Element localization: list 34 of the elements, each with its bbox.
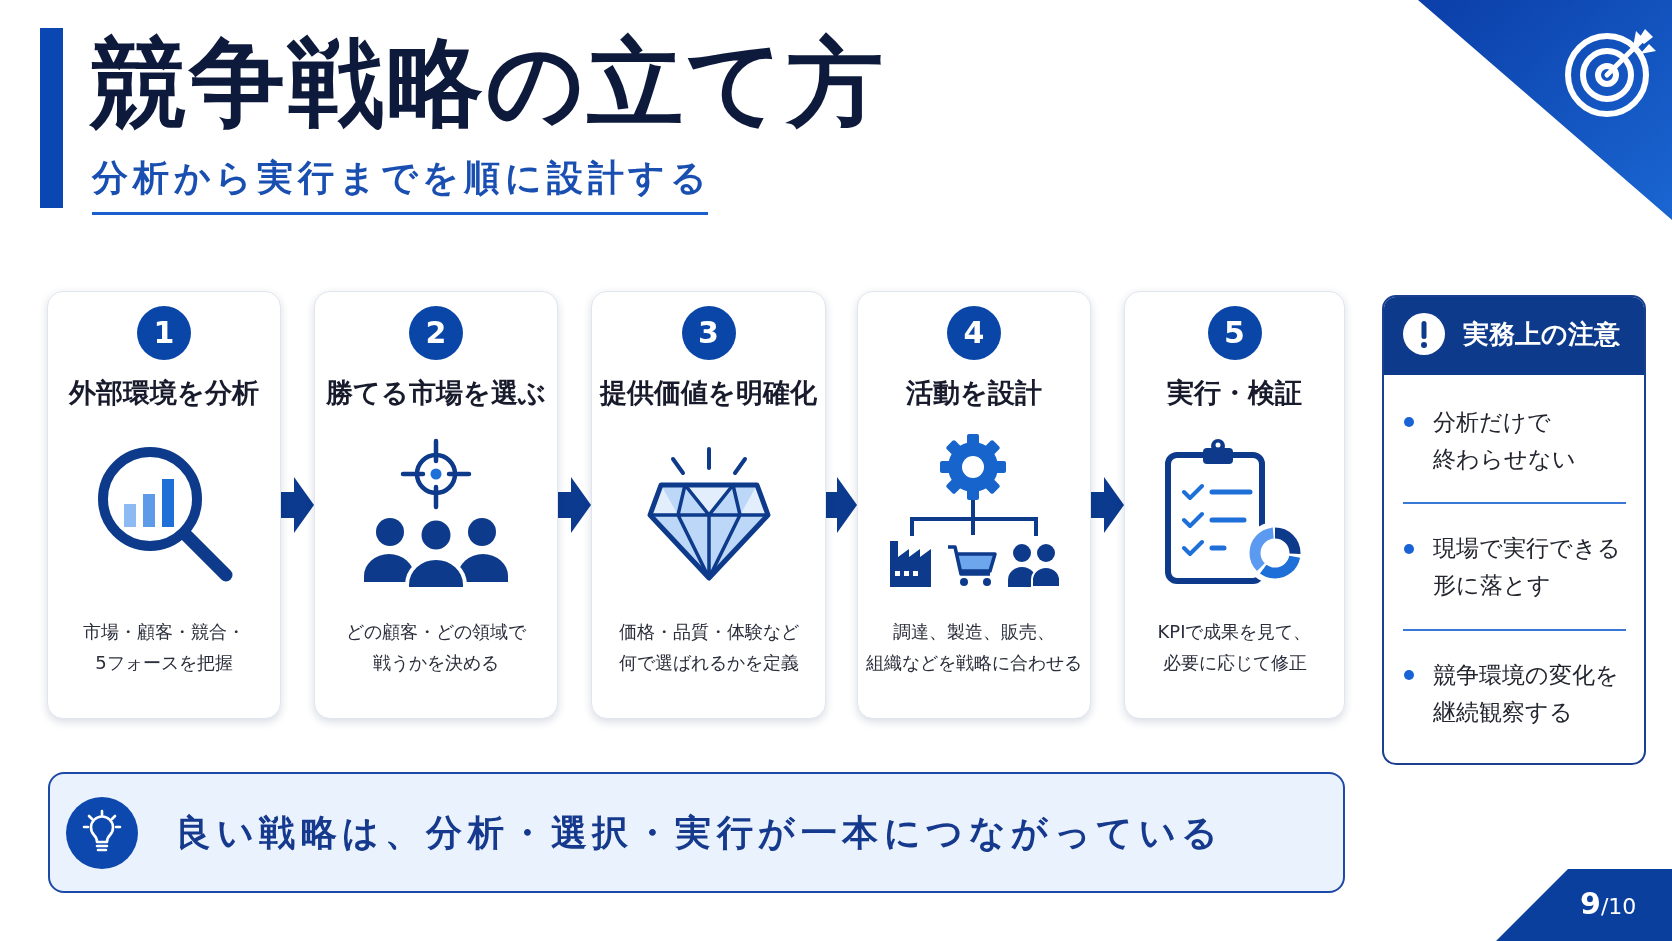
number-badge: 3 bbox=[681, 306, 736, 360]
step-heading: 提供価値を明確化 bbox=[600, 377, 817, 409]
step-card bbox=[591, 291, 826, 719]
note-panel bbox=[1382, 295, 1646, 765]
title: 競争戦略の立て方 bbox=[90, 31, 886, 135]
note-text: 分析だけで終わらせない bbox=[1433, 407, 1577, 474]
page-number: 9/10 bbox=[1580, 887, 1637, 923]
step-description: どの顧客・どの領域で戦うかを決める bbox=[345, 620, 527, 675]
arrow bbox=[281, 477, 314, 533]
summary-text: 良い戦略は、分析・選択・実行が一本につながっている bbox=[175, 811, 1224, 855]
arrow bbox=[558, 477, 591, 533]
step-heading: 外部環境を分析 bbox=[69, 377, 259, 409]
step-card bbox=[1124, 291, 1345, 719]
number-badge: 1 bbox=[137, 306, 191, 360]
step-card bbox=[47, 291, 281, 719]
number-badge: 5 bbox=[1207, 306, 1262, 360]
number-badge: 4 bbox=[947, 306, 1001, 360]
panel-title: 実務上の注意 bbox=[1463, 318, 1620, 350]
summary-banner bbox=[48, 772, 1345, 893]
step-card bbox=[857, 291, 1091, 719]
step-description: 市場・顧客・競合・5フォースを把握 bbox=[82, 620, 246, 675]
subtitle: 分析から実行までを順に設計する bbox=[92, 158, 712, 198]
step-heading: 活動を設計 bbox=[906, 377, 1042, 409]
note-text: 競争環境の変化を継続観察する bbox=[1433, 660, 1620, 727]
step-heading: 実行・検証 bbox=[1167, 377, 1302, 409]
step-description: KPIで成果を見て、必要に応じて修正 bbox=[1156, 620, 1313, 675]
step-card bbox=[314, 291, 558, 719]
number-badge: 2 bbox=[409, 306, 463, 360]
arrow bbox=[826, 477, 857, 533]
arrow bbox=[1091, 477, 1124, 533]
note-text: 現場で実行できる形に落とす bbox=[1433, 534, 1622, 600]
step-description: 価格・品質・体験など何で選ばれるかを定義 bbox=[617, 620, 800, 675]
step-description: 調達、製造、販売、組織などを戦略に合わせる bbox=[865, 620, 1083, 675]
step-heading: 勝てる市場を選ぶ bbox=[326, 377, 546, 409]
